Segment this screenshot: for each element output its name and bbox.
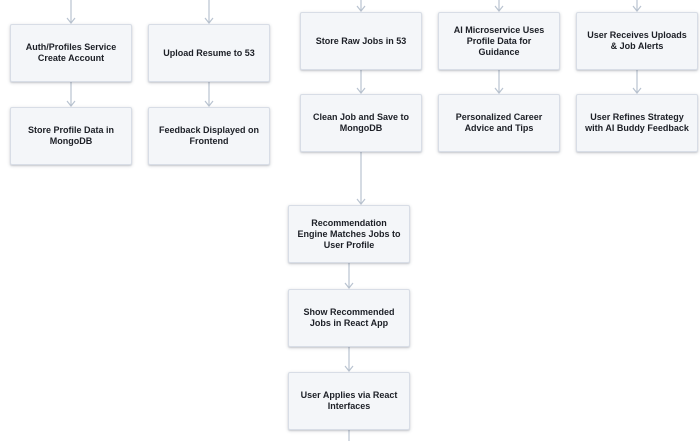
node-rec-engine: Recommendation Engine Matches Jobs to Us… [288, 205, 410, 263]
node-store-raw: Store Raw Jobs in 53 [300, 12, 422, 70]
node-clean-job: Clean Job and Save to MongoDB [300, 94, 422, 152]
arrow-head-icon [356, 87, 366, 94]
edge-start-to-store-raw [356, 0, 366, 12]
node-upload-resume: Upload Resume to 53 [148, 24, 270, 82]
node-label: Recommendation Engine Matches Jobs to Us… [297, 217, 401, 250]
node-label: User Applies via React Interfaces [300, 390, 398, 411]
arrow-head-icon [632, 5, 642, 12]
edge-start-to-upload-resume [204, 0, 214, 24]
node-label: User Receives Uploads & Job Alerts [587, 30, 687, 51]
arrow-head-icon [494, 87, 504, 94]
edge-start-to-auth [66, 0, 76, 24]
edge-ai-micro-to-career-advice [494, 70, 504, 94]
edge-user-receives-to-user-refines [632, 70, 642, 94]
edge-start-to-user-receives [632, 0, 642, 12]
node-user-refines: User Refines Strategy with AI Buddy Feed… [576, 94, 698, 152]
node-label: Feedback Displayed on Frontend [158, 125, 260, 146]
arrow-head-icon [494, 5, 504, 12]
edge-upload-resume-to-feedback [204, 82, 214, 107]
node-label: Auth/Profiles Service Create Account [25, 42, 117, 63]
edge-rec-engine-to-show-rec [344, 263, 354, 289]
node-label: Clean Job and Save to MongoDB [312, 112, 410, 133]
node-career-advice: Personalized Career Advice and Tips [438, 94, 560, 152]
edge-start-to-ai-micro [494, 0, 504, 12]
node-label: AI Microservice Uses Profile Data for Gu… [453, 24, 545, 57]
node-user-receives: User Receives Uploads & Job Alerts [576, 12, 698, 70]
node-label: Show Recommended Jobs in React App [303, 307, 395, 328]
arrow-head-icon [632, 87, 642, 94]
node-show-rec: Show Recommended Jobs in React App [288, 289, 410, 347]
arrow-head-icon [204, 100, 214, 107]
node-label: User Refines Strategy with AI Buddy Feed… [585, 112, 689, 133]
node-feedback: Feedback Displayed on Frontend [148, 107, 270, 165]
arrow-head-icon [66, 17, 76, 24]
node-label: Store Raw Jobs in 53 [315, 35, 407, 46]
edge-show-rec-to-user-applies [344, 347, 354, 372]
node-auth: Auth/Profiles Service Create Account [10, 24, 132, 82]
node-label: Personalized Career Advice and Tips [455, 112, 543, 133]
arrow-head-icon [344, 365, 354, 372]
node-label: Upload Resume to 53 [163, 47, 255, 58]
edge-store-raw-to-clean-job [356, 70, 366, 94]
node-store-profile: Store Profile Data in MongoDB [10, 107, 132, 165]
edge-auth-to-store-profile [66, 82, 76, 107]
arrow-head-icon [356, 5, 366, 12]
arrow-head-icon [204, 17, 214, 24]
arrow-head-icon [356, 198, 366, 205]
node-user-applies: User Applies via React Interfaces [288, 372, 410, 430]
arrow-head-icon [344, 282, 354, 289]
node-ai-micro: AI Microservice Uses Profile Data for Gu… [438, 12, 560, 70]
edge-clean-job-to-rec-engine [356, 152, 366, 205]
node-label: Store Profile Data in MongoDB [27, 125, 115, 146]
arrow-head-icon [66, 100, 76, 107]
